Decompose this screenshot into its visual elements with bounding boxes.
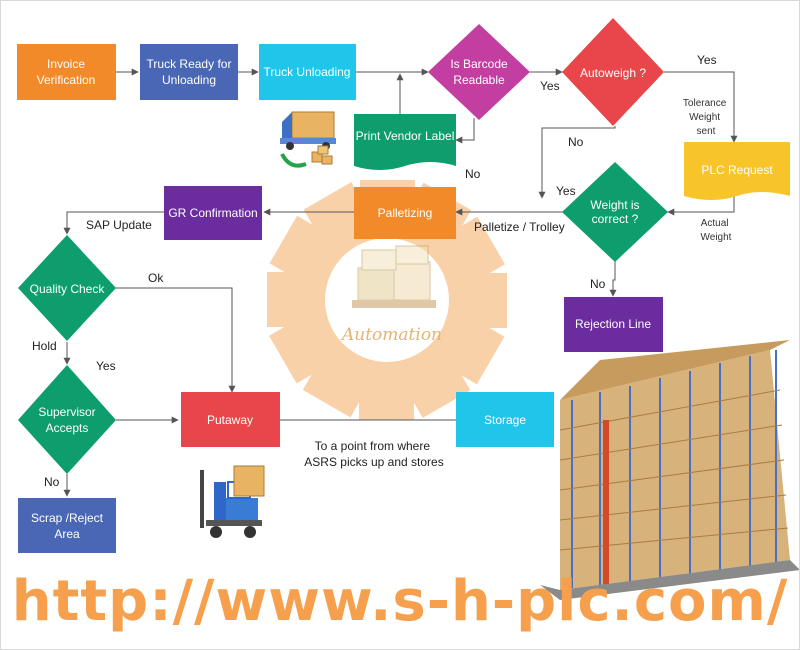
node-quality-check: Quality Check xyxy=(18,235,116,341)
asrs-rack-image xyxy=(540,340,800,600)
node-label: Is Barcode xyxy=(450,57,508,71)
label-palletize-trolley: Palletize / Trolley xyxy=(474,220,565,234)
label-line: Weight xyxy=(689,112,720,123)
node-label: Area xyxy=(54,527,80,541)
node-label: PLC Request xyxy=(701,163,773,177)
node-label: Accepts xyxy=(46,421,89,435)
website-url-watermark: http://www.s-h-plc.com/ xyxy=(0,567,800,637)
label-qc-hold: Hold xyxy=(32,339,57,353)
edge-weight-rejection xyxy=(613,260,615,296)
label-autoweigh-yes: Yes xyxy=(697,53,717,67)
svg-text:PLC Request: PLC Request xyxy=(701,163,773,177)
node-label: Truck Ready for xyxy=(147,57,232,71)
node-label: Storage xyxy=(484,413,526,427)
label-line: sent xyxy=(697,126,716,137)
node-truck-unloading: Truck Unloading xyxy=(259,44,356,100)
svg-text:Quality Check: Quality Check xyxy=(30,282,106,296)
label-barcode-yes: Yes xyxy=(540,79,560,93)
node-palletizing: Palletizing xyxy=(354,187,456,239)
forklift-icon xyxy=(200,466,264,538)
label-supervisor-no: No xyxy=(44,475,60,489)
label-line: ASRS picks up and stores xyxy=(304,455,443,469)
label-line: To a point from where xyxy=(315,439,431,453)
edge-quality-putaway xyxy=(114,288,232,392)
label-line: Tolerance xyxy=(683,98,727,109)
svg-text:Autoweigh ?: Autoweigh ? xyxy=(580,66,646,80)
node-label: Invoice xyxy=(47,57,85,71)
node-label: Truck Unloading xyxy=(264,65,351,79)
node-label: Quality Check xyxy=(30,282,106,296)
label-storage-note: To a point from where ASRS picks up and … xyxy=(304,439,443,469)
node-print-vendor-label: Print Vendor Label xyxy=(354,114,456,170)
label-weight-no: No xyxy=(590,277,606,291)
node-putaway: Putaway xyxy=(181,392,280,447)
label-weight-yes: Yes xyxy=(556,184,576,198)
node-label: Putaway xyxy=(207,413,253,427)
node-label: Readable xyxy=(453,73,505,87)
svg-text:Storage: Storage xyxy=(484,413,526,427)
svg-text:Print Vendor Label: Print Vendor Label xyxy=(356,129,455,143)
node-label: Weight is xyxy=(590,198,639,212)
node-plc-request: PLC Request xyxy=(684,142,790,200)
node-label: Supervisor xyxy=(38,405,95,419)
node-rejection-line: Rejection Line xyxy=(564,297,663,352)
label-qc-ok: Ok xyxy=(148,271,164,285)
label-supervisor-yes: Yes xyxy=(96,359,116,373)
node-label: Autoweigh ? xyxy=(580,66,646,80)
label-line: Actual xyxy=(701,218,729,229)
node-label: Verification xyxy=(37,73,96,87)
label-actual-weight: Actual Weight xyxy=(701,218,732,243)
node-label: Rejection Line xyxy=(575,317,651,331)
label-sap-update: SAP Update xyxy=(86,218,152,232)
label-barcode-no: No xyxy=(465,167,481,181)
svg-text:Putaway: Putaway xyxy=(207,413,253,427)
node-gr-confirmation: GR Confirmation xyxy=(164,186,262,240)
node-label: Print Vendor Label xyxy=(356,129,455,143)
label-autoweigh-no: No xyxy=(568,135,584,149)
node-label: correct ? xyxy=(592,212,639,226)
pallet-boxes-icon xyxy=(352,246,436,308)
edge-barcode-printlabel xyxy=(456,118,474,140)
svg-text:Rejection Line: Rejection Line xyxy=(575,317,651,331)
label-tolerance: Tolerance Weight sent xyxy=(683,98,729,137)
node-label: GR Confirmation xyxy=(168,206,257,220)
truck-icon xyxy=(280,112,336,166)
svg-text:Truck Unloading: Truck Unloading xyxy=(264,65,351,79)
node-storage: Storage xyxy=(456,392,554,447)
node-label: Unloading xyxy=(162,73,216,87)
svg-text:Palletizing: Palletizing xyxy=(378,206,433,220)
node-autoweigh: Autoweigh ? xyxy=(562,18,664,126)
logo-text: Automation xyxy=(340,325,442,345)
node-label: Palletizing xyxy=(378,206,433,220)
label-line: Weight xyxy=(701,232,732,243)
svg-text:GR Confirmation: GR Confirmation xyxy=(168,206,257,220)
node-label: Scrap /Reject xyxy=(31,511,104,525)
